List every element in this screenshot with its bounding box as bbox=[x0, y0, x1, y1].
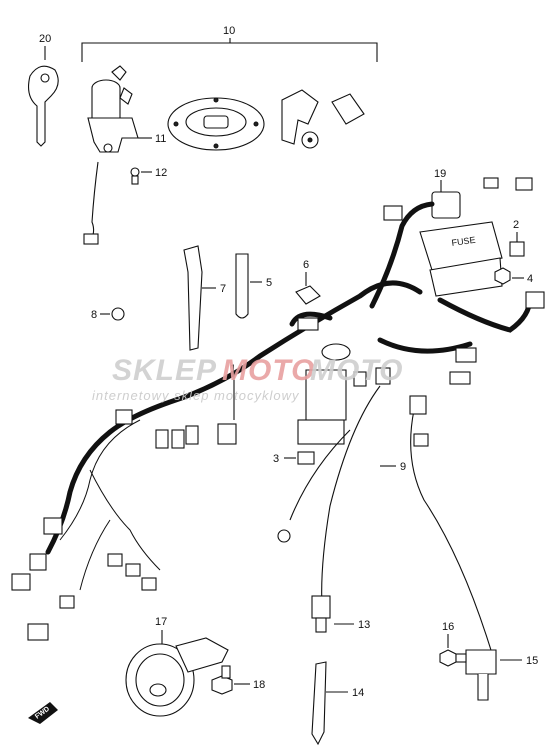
switch-part-13: 13 bbox=[311, 385, 381, 633]
front-direction-arrow: FWD bbox=[28, 702, 58, 724]
label-17: 17 bbox=[155, 616, 167, 628]
watermark-brand-a: SKLEP bbox=[112, 354, 217, 387]
label-8: 8 bbox=[91, 309, 97, 321]
horn-part-17: 17 bbox=[125, 616, 229, 717]
watermark-tagline: internetowy sklep motocyklowy bbox=[92, 388, 300, 403]
cable-tie-part-7: 7 bbox=[183, 245, 226, 351]
key-part-20: 20 bbox=[28, 33, 59, 147]
watermark: SKLEP MOTO MOTO internetowy sklep motocy… bbox=[92, 354, 403, 403]
sensor-part-15: 15 bbox=[409, 395, 538, 701]
group-10-bracket: 10 bbox=[81, 25, 378, 62]
screw-part-12: 12 bbox=[130, 167, 167, 185]
bolt-part-18: 18 bbox=[211, 665, 265, 695]
lead-wire-part-9: 9 bbox=[277, 429, 406, 543]
main-wiring-harness-part-1: 1 bbox=[11, 177, 545, 641]
fuel-cap-lock bbox=[167, 97, 265, 151]
fuse-box: FUSE bbox=[419, 221, 503, 297]
label-9: 9 bbox=[400, 461, 406, 473]
label-15: 15 bbox=[526, 655, 538, 667]
label-11: 11 bbox=[155, 133, 166, 145]
fuse-part-2: 2 bbox=[509, 219, 525, 257]
label-3: 3 bbox=[273, 453, 279, 465]
label-12: 12 bbox=[155, 167, 167, 179]
tie-part-14: 14 bbox=[311, 661, 364, 746]
label-1: 1 bbox=[230, 363, 236, 375]
label-19: 19 bbox=[434, 168, 446, 180]
clip-part-8: 8 bbox=[91, 307, 125, 321]
label-13: 13 bbox=[358, 619, 370, 631]
bolt-part-16: 16 bbox=[439, 621, 467, 667]
label-5: 5 bbox=[266, 277, 272, 289]
seat-lock bbox=[281, 89, 365, 149]
watermark-brand-b: MOTO bbox=[222, 354, 315, 387]
label-7: 7 bbox=[220, 283, 226, 295]
connector-part-3: 3 bbox=[273, 451, 315, 465]
watermark-brand-a2: MOTO bbox=[310, 354, 403, 387]
label-18: 18 bbox=[253, 679, 265, 691]
label-16: 16 bbox=[442, 621, 454, 633]
label-6: 6 bbox=[303, 259, 309, 271]
label-10: 10 bbox=[223, 25, 235, 37]
nut-part-4: 4 bbox=[494, 267, 533, 285]
ignition-switch-part-11: 11 bbox=[83, 65, 166, 245]
label-20: 20 bbox=[39, 33, 51, 45]
label-2: 2 bbox=[513, 219, 519, 231]
label-4: 4 bbox=[527, 273, 533, 285]
label-14: 14 bbox=[352, 687, 364, 699]
bracket-part-5: 5 bbox=[235, 253, 272, 319]
fuse-box-label: FUSE bbox=[451, 235, 476, 248]
clip-part-6: 6 bbox=[295, 259, 321, 305]
relay-part-19: 19 bbox=[431, 168, 461, 219]
